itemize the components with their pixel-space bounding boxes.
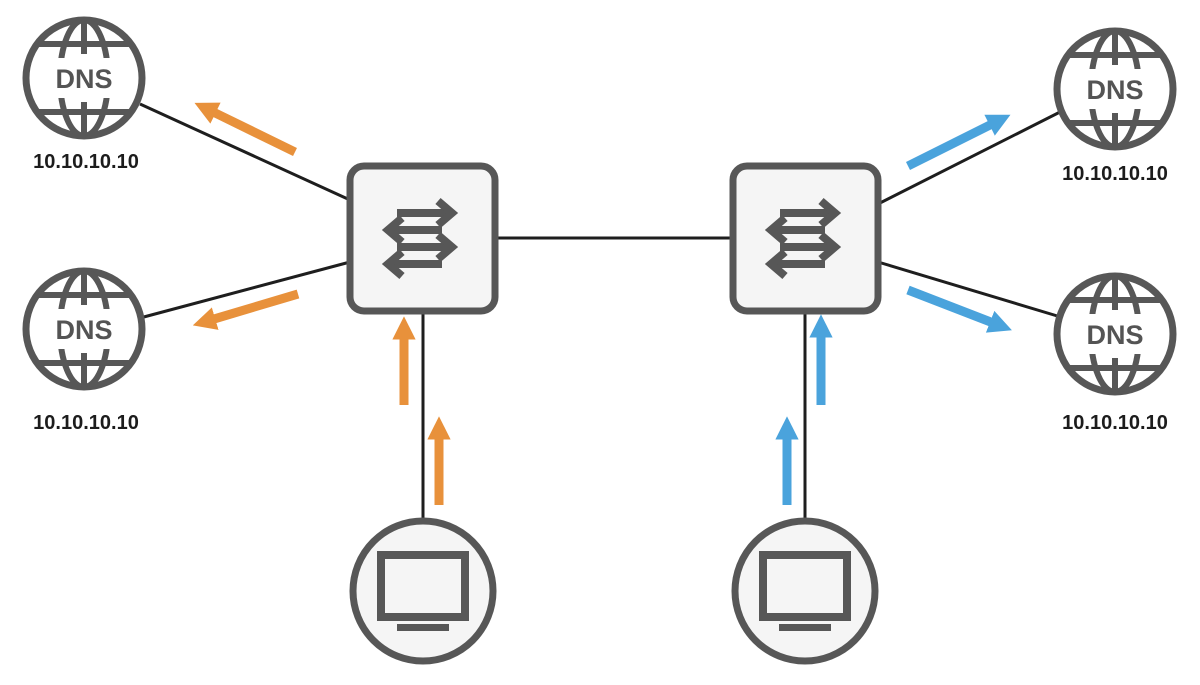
- link-dns-top-left: [139, 102, 351, 202]
- bidirectional-arrows-icon: [764, 197, 842, 280]
- link-dns-top-right: [877, 108, 1065, 206]
- ip-address-label: 10.10.10.10: [33, 412, 139, 434]
- ip-address-label: 10.10.10.10: [1062, 163, 1168, 185]
- flow-arrow-blue: [905, 114, 1011, 171]
- monitor-icon: [759, 551, 851, 631]
- dns-label: DNS: [55, 315, 112, 345]
- dns-server: DNS: [1053, 27, 1177, 151]
- dns-server: DNS: [1053, 272, 1177, 396]
- globe-icon: DNS: [22, 267, 146, 391]
- flow-arrow-orange: [192, 289, 300, 330]
- client-computer: [731, 517, 879, 665]
- ip-address-label: 10.10.10.10: [33, 151, 139, 173]
- flow-arrows: [192, 102, 1012, 505]
- dns-server: DNS: [22, 267, 146, 391]
- links: [139, 102, 1065, 522]
- link-dns-bottom-right: [877, 260, 1065, 320]
- dns-label: DNS: [1086, 75, 1143, 105]
- dns-label: DNS: [1086, 320, 1143, 350]
- dns-server: DNS: [22, 16, 146, 140]
- link-dns-bottom-left: [139, 260, 351, 320]
- globe-icon: DNS: [22, 16, 146, 140]
- flow-arrow-orange: [194, 102, 297, 157]
- monitor-icon: [377, 551, 469, 631]
- network-switch: [346, 162, 499, 315]
- globe-icon: DNS: [1053, 272, 1177, 396]
- globe-icon: DNS: [1053, 27, 1177, 151]
- client-computer: [349, 517, 497, 665]
- network-switch: [729, 162, 882, 315]
- ip-address-label: 10.10.10.10: [1062, 412, 1168, 434]
- flow-arrow-blue: [906, 285, 1012, 333]
- bidirectional-arrows-icon: [381, 197, 459, 280]
- dns-label: DNS: [55, 64, 112, 94]
